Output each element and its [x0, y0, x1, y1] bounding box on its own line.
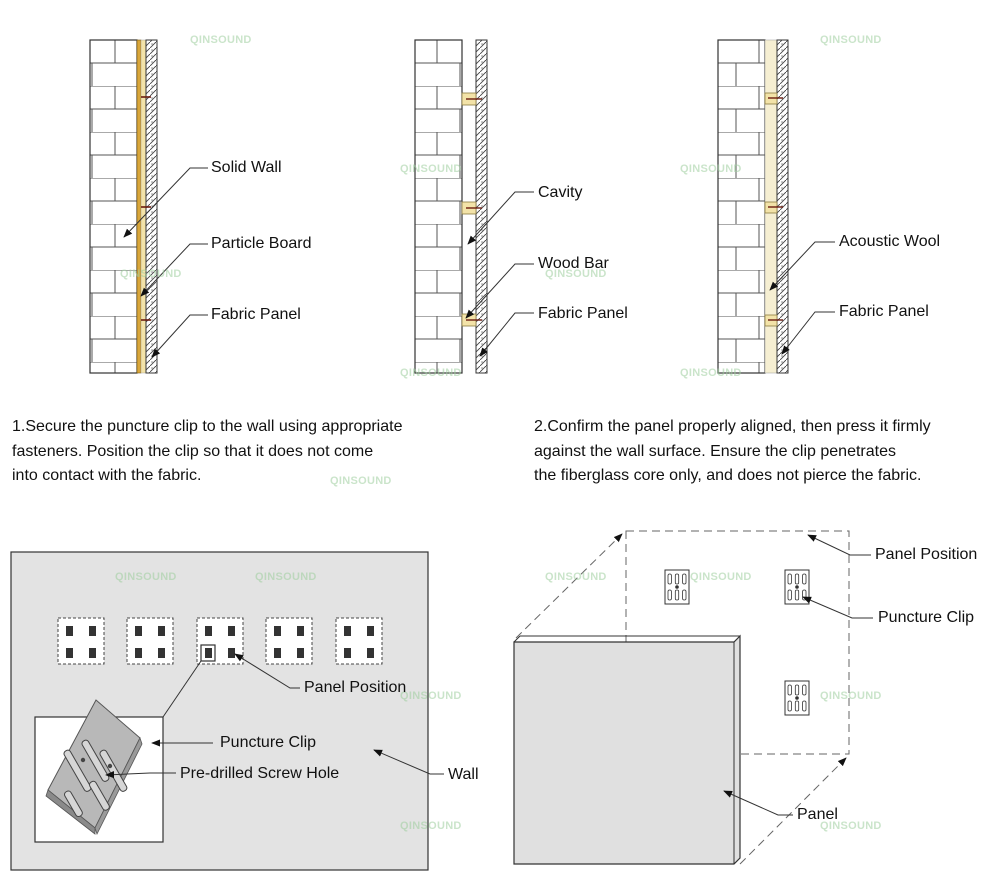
leader-wood-bar: [465, 263, 534, 319]
leader-panel-position: [234, 653, 300, 689]
label-wood-bar: Wood Bar: [538, 255, 609, 272]
panel-edge: [513, 635, 521, 643]
label-puncture-clip: Puncture Clip: [878, 609, 975, 626]
brick-wall: [414, 39, 463, 374]
leader-solid-wall: [123, 167, 208, 238]
label-fabric-panel: Fabric Panel: [538, 305, 628, 322]
puncture-clip: [784, 680, 810, 716]
inset-connector: [162, 660, 202, 718]
label-particle-board: Particle Board: [211, 235, 312, 252]
leader-puncture-clip: [802, 596, 873, 619]
label-solid-wall: Solid Wall: [211, 159, 282, 176]
leader-particle-board: [140, 243, 208, 297]
label-puncture-clip: Puncture Clip: [220, 734, 317, 751]
puncture-clip: [784, 569, 810, 605]
diagram1-section: [89, 39, 208, 374]
leader-fabric-panel: [479, 312, 534, 357]
particle-board: [136, 39, 142, 374]
leader-panel: [723, 790, 793, 816]
label-screw-hole: Pre-drilled Screw Hole: [180, 765, 340, 782]
leader-acoustic-wool: [769, 241, 835, 291]
leader-fabric-panel: [781, 311, 835, 355]
puncture-clip-illustration: [45, 699, 143, 836]
fabric-panel: [475, 39, 488, 374]
label-fabric-panel: Fabric Panel: [211, 306, 301, 323]
brick-wall: [717, 39, 766, 374]
label-wall: Wall: [448, 766, 479, 783]
label-acoustic-wool: Acoustic Wool: [839, 233, 941, 250]
label-panel-position: Panel Position: [304, 679, 407, 696]
label-cavity: Cavity: [538, 184, 583, 201]
perspective-line: [739, 757, 847, 865]
leader-panel-position: [807, 534, 871, 556]
label-panel: Panel: [797, 806, 838, 823]
panel-diagram-section: [513, 530, 873, 865]
panel-position-squares: [57, 617, 383, 665]
puncture-clip: [664, 569, 690, 605]
diagram3-section: [717, 39, 835, 374]
perspective-line: [515, 533, 623, 639]
brick-wall: [89, 39, 138, 374]
diagram2-section: [414, 39, 534, 374]
label-panel-position: Panel Position: [875, 546, 978, 563]
leader-fabric-panel: [151, 314, 208, 358]
leader-cavity: [467, 191, 534, 245]
wall-diagram-section: [10, 551, 444, 871]
step-1-instructions: 1.Secure the puncture clip to the wall u…: [12, 418, 403, 484]
step-2-instructions: 2.Confirm the panel properly aligned, th…: [534, 418, 931, 484]
leader-wall: [373, 749, 444, 775]
panel: [513, 634, 741, 865]
leader-screw-hole: [105, 771, 176, 779]
label-fabric-panel: Fabric Panel: [839, 303, 929, 320]
